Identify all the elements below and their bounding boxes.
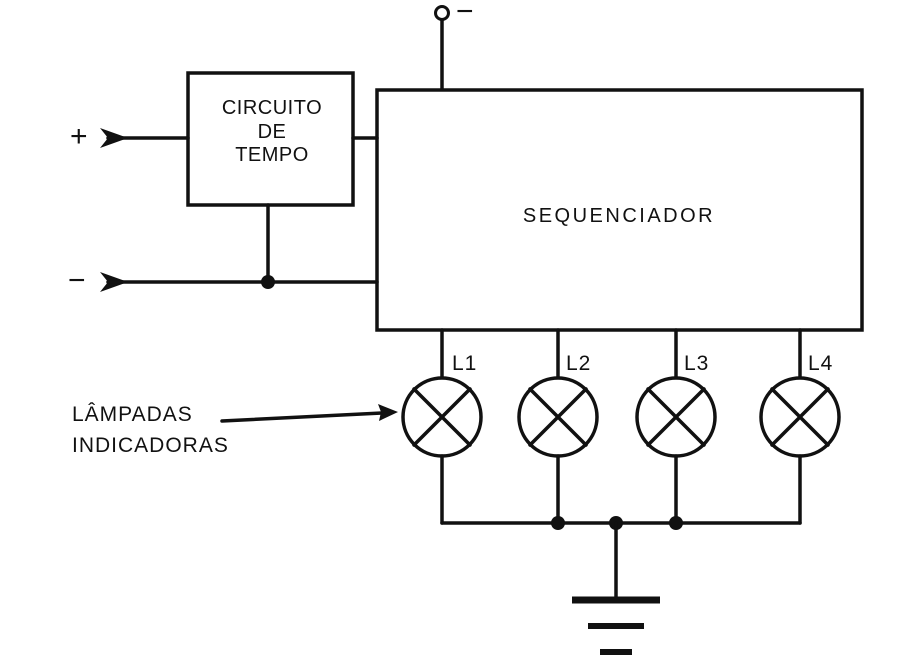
ground-symbol-icon xyxy=(572,521,660,655)
timer-block-line-1: CIRCUITO xyxy=(222,97,322,119)
positive-sign: + xyxy=(70,120,88,153)
lamp-l2: L2 xyxy=(517,328,599,525)
top-terminal-sign: − xyxy=(456,0,474,28)
terminal-circle xyxy=(434,5,450,21)
sequencer-label: SEQUENCIADOR xyxy=(523,205,715,227)
positive-input: + xyxy=(70,120,190,153)
lamp-l1-label: L1 xyxy=(452,352,477,375)
negative-input: − xyxy=(68,203,379,297)
lamp-l2-cross-b xyxy=(528,387,588,447)
lamp-l3-label: L3 xyxy=(684,352,709,375)
bus-junction-dot-3 xyxy=(669,516,683,530)
timer-block-line-2: DE xyxy=(258,121,287,143)
sequencer-block: SEQUENCIADOR xyxy=(375,88,864,332)
annotation-arrow-icon xyxy=(378,404,398,421)
negative-junction-dot xyxy=(261,275,275,289)
lamp-l3: L3 xyxy=(635,328,717,525)
timer-block: CIRCUITO DE TEMPO xyxy=(186,71,355,207)
negative-sign: − xyxy=(68,264,86,297)
bus-junction-dot-1 xyxy=(551,516,565,530)
lamp-l4-cross-b xyxy=(770,387,830,447)
lamp-l1: L1 xyxy=(401,328,483,525)
annotation-arrow-line xyxy=(220,411,384,423)
lamp-l3-cross-b xyxy=(646,387,706,447)
sequencer-block-box xyxy=(375,88,864,332)
annotation-line-1: LÂMPADAS xyxy=(72,403,193,426)
lamp-annotation: LÂMPADAS INDICADORAS xyxy=(72,403,398,457)
lamp-l1-cross-b xyxy=(412,387,472,447)
annotation-line-2: INDICADORAS xyxy=(72,434,229,457)
lamp-l4-label: L4 xyxy=(808,352,833,375)
lamp-l2-label: L2 xyxy=(566,352,591,375)
top-negative-terminal: − xyxy=(434,0,474,92)
lamp-l4: L4 xyxy=(759,328,841,525)
timer-block-line-3: TEMPO xyxy=(235,144,309,166)
common-bus xyxy=(440,516,802,530)
